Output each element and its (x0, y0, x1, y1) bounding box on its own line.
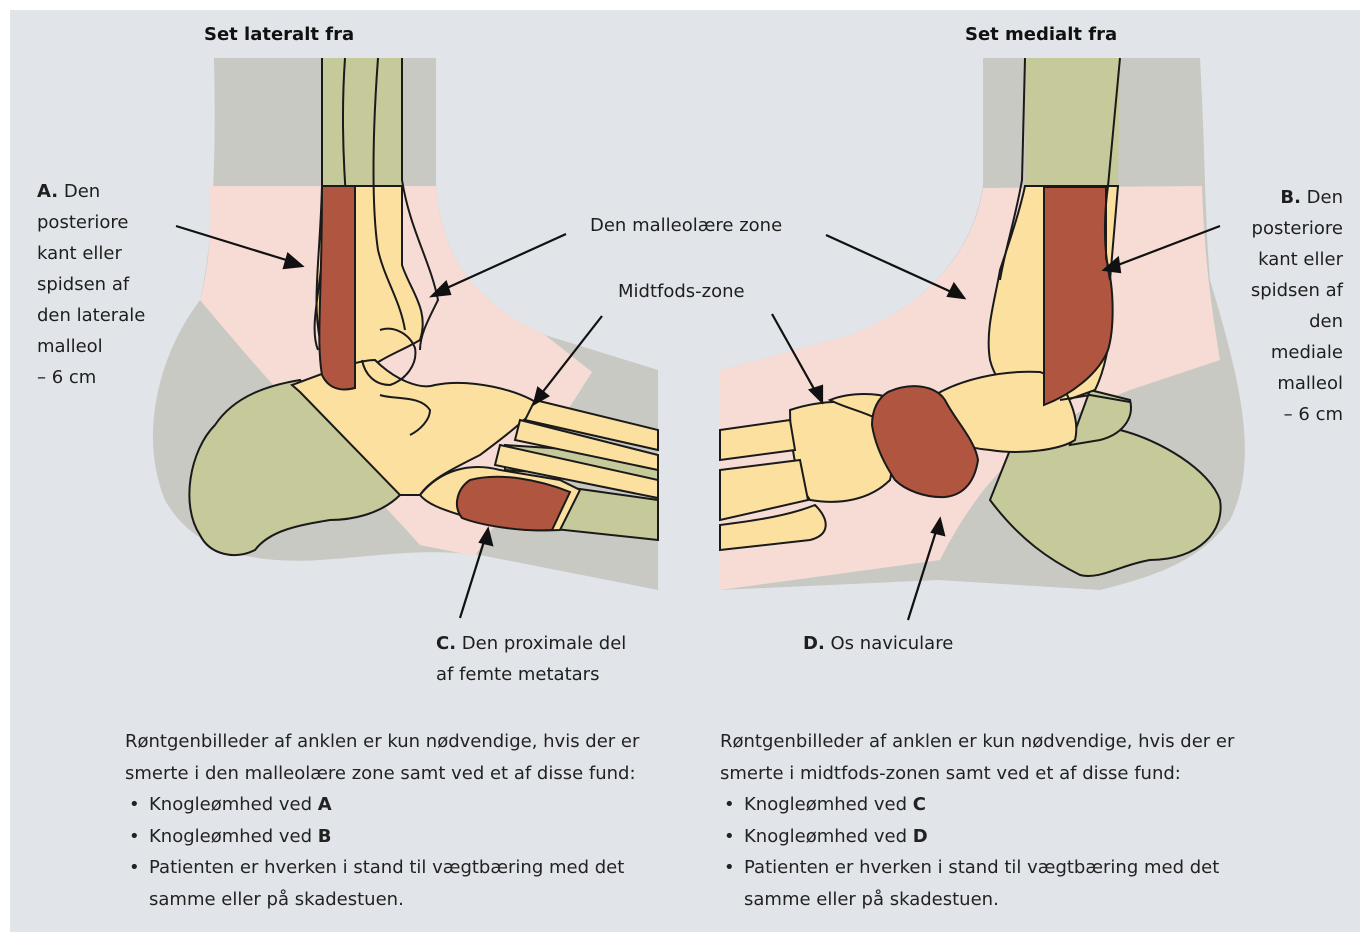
criteria-midfoot-intro: smerte i midtfods-zonen samt ved et af d… (720, 758, 1280, 790)
lateral-view-drawing (153, 58, 658, 618)
tender-area-a (319, 186, 355, 389)
criteria-midfoot: Røntgenbilleder af anklen er kun nødvend… (720, 726, 1280, 915)
label-b-letter: B. (1280, 187, 1301, 208)
medial-view-drawing (720, 58, 1245, 620)
label-a-line: – 6 cm (37, 362, 145, 393)
criteria-midfoot-bullet: Patienten er hverken i stand til vægtbær… (720, 852, 1264, 915)
title-medial-view: Set medialt fra (965, 24, 1117, 45)
label-b-line: spidsen af (1251, 275, 1343, 306)
label-d: D. Os naviculare (803, 628, 953, 659)
label-b-line: posteriore (1251, 213, 1343, 244)
label-a-letter: A. (37, 181, 58, 202)
label-b-line: mediale (1251, 337, 1343, 368)
criteria-ankle-intro: Røntgenbilleder af anklen er kun nødvend… (125, 726, 685, 758)
label-c-line: af femte metatars (436, 659, 626, 690)
label-a-line: posteriore (37, 207, 145, 238)
label-a-line: malleol (37, 331, 145, 362)
label-b-line: – 6 cm (1251, 399, 1343, 430)
criteria-ankle-bullet: Knogleømhed ved B (125, 821, 685, 853)
criteria-midfoot-intro: Røntgenbilleder af anklen er kun nødvend… (720, 726, 1280, 758)
label-d-letter: D. (803, 633, 825, 654)
label-b-line: kant eller (1251, 244, 1343, 275)
label-b-line: malleol (1251, 368, 1343, 399)
label-a-line: den laterale (37, 300, 145, 331)
label-a: A. Den posteriore kant eller spidsen af … (37, 176, 145, 393)
criteria-ankle: Røntgenbilleder af anklen er kun nødvend… (125, 726, 685, 915)
label-a-line: spidsen af (37, 269, 145, 300)
label-d-text: Os naviculare (831, 633, 954, 654)
criteria-midfoot-bullet: Knogleømhed ved D (720, 821, 1280, 853)
label-malleolar-zone: Den malleolære zone (590, 210, 782, 241)
label-c: C. Den proximale del af femte metatars (436, 628, 626, 690)
criteria-ankle-bullet: Patienten er hverken i stand til vægtbær… (125, 852, 669, 915)
criteria-midfoot-bullet: Knogleømhed ved C (720, 789, 1280, 821)
criteria-ankle-intro: smerte i den malleolære zone samt ved et… (125, 758, 685, 790)
label-midfoot-zone: Midtfods-zone (618, 276, 745, 307)
label-b-line: Den (1307, 187, 1343, 208)
figure-panel: Set lateralt fra Set medialt fra A. Den … (10, 10, 1360, 932)
label-a-line: Den (64, 181, 100, 202)
title-lateral-view: Set lateralt fra (204, 24, 354, 45)
label-b: B. Den posteriore kant eller spidsen af … (1251, 182, 1343, 430)
label-a-line: kant eller (37, 238, 145, 269)
label-c-letter: C. (436, 633, 456, 654)
label-c-line: Den proximale del (462, 633, 626, 654)
label-b-line: den (1251, 306, 1343, 337)
criteria-ankle-bullet: Knogleømhed ved A (125, 789, 685, 821)
